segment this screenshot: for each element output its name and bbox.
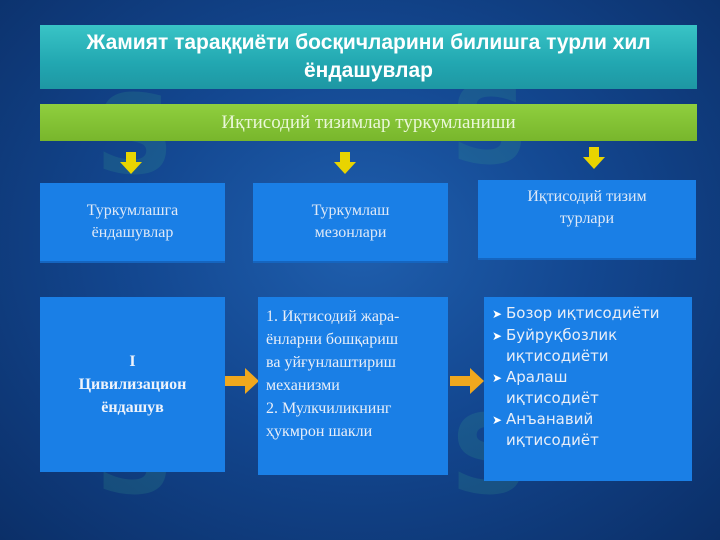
mechanism-line: 2. Мулкчиликнинг <box>266 400 392 417</box>
arrowhead-bullet-icon: ➤ <box>492 413 503 427</box>
arrow-right-icon <box>450 368 484 394</box>
arrow-down-icon <box>583 147 605 169</box>
economy-type-label: Бозор иқтисодиёти <box>506 304 660 322</box>
economy-type-label: Буйруқбозлик <box>506 326 618 344</box>
mechanism-line: ҳукмрон шакли <box>266 423 373 440</box>
civilization-line2: ёндашув <box>101 399 164 416</box>
system-types-line2: турлари <box>559 210 615 227</box>
mechanism-line: механизми <box>266 377 340 394</box>
economy-type-label: Аралаш <box>506 368 568 386</box>
arrowhead-bullet-icon: ➤ <box>492 307 503 321</box>
arrowhead-bullet-icon: ➤ <box>492 329 503 343</box>
list-item: ➤ Анъанавий иқтисодиёт <box>492 409 684 451</box>
mechanism-line: 1. Иқтисодий жара- <box>266 308 400 325</box>
approaches-line1: Туркумлашга <box>86 202 179 219</box>
arrow-right-icon <box>225 368 259 394</box>
civilization-line1: Цивилизацион <box>78 376 187 393</box>
criteria-line1: Туркумлаш <box>311 202 390 219</box>
economy-type-label: Анъанавий <box>506 410 594 428</box>
arrow-down-icon <box>120 152 142 174</box>
subtitle-bar: Иқтисодий тизимлар туркумланиши <box>40 104 697 141</box>
economy-type-label: иқтисодиёт <box>506 389 599 407</box>
list-item: ➤ Буйруқбозлик иқтисодиёти <box>492 325 684 367</box>
system-types-box: Иқтисодий тизим турлари <box>478 180 696 260</box>
approaches-line2: ёндашувлар <box>91 224 174 241</box>
economy-type-label: иқтисодиёт <box>506 431 599 449</box>
list-item: ➤ Аралаш иқтисодиёт <box>492 367 684 409</box>
arrow-down-icon <box>334 152 356 174</box>
approaches-box: Туркумлашга ёндашувлар <box>40 183 225 263</box>
criteria-line2: мезонлари <box>314 224 387 241</box>
mechanism-line: ёнларни бошқариш <box>266 331 399 348</box>
economy-type-label: иқтисодиёти <box>506 347 609 365</box>
system-types-line1: Иқтисодий тизим <box>527 188 647 205</box>
civilization-number: I <box>129 353 136 370</box>
arrowhead-bullet-icon: ➤ <box>492 371 503 385</box>
criteria-box: Туркумлаш мезонлари <box>253 183 448 263</box>
economy-types-box: ➤ Бозор иқтисодиёти ➤ Буйруқбозлик иқтис… <box>484 297 692 481</box>
mechanism-line: ва уйғунлаштириш <box>266 354 396 371</box>
list-item: ➤ Бозор иқтисодиёти <box>492 303 684 325</box>
civilization-box: I Цивилизацион ёндашув <box>40 297 225 472</box>
slide-title: Жамият тараққиёти босқичларини билишга т… <box>40 25 697 89</box>
mechanism-box: 1. Иқтисодий жара- ёнларни бошқариш ва у… <box>258 297 448 475</box>
